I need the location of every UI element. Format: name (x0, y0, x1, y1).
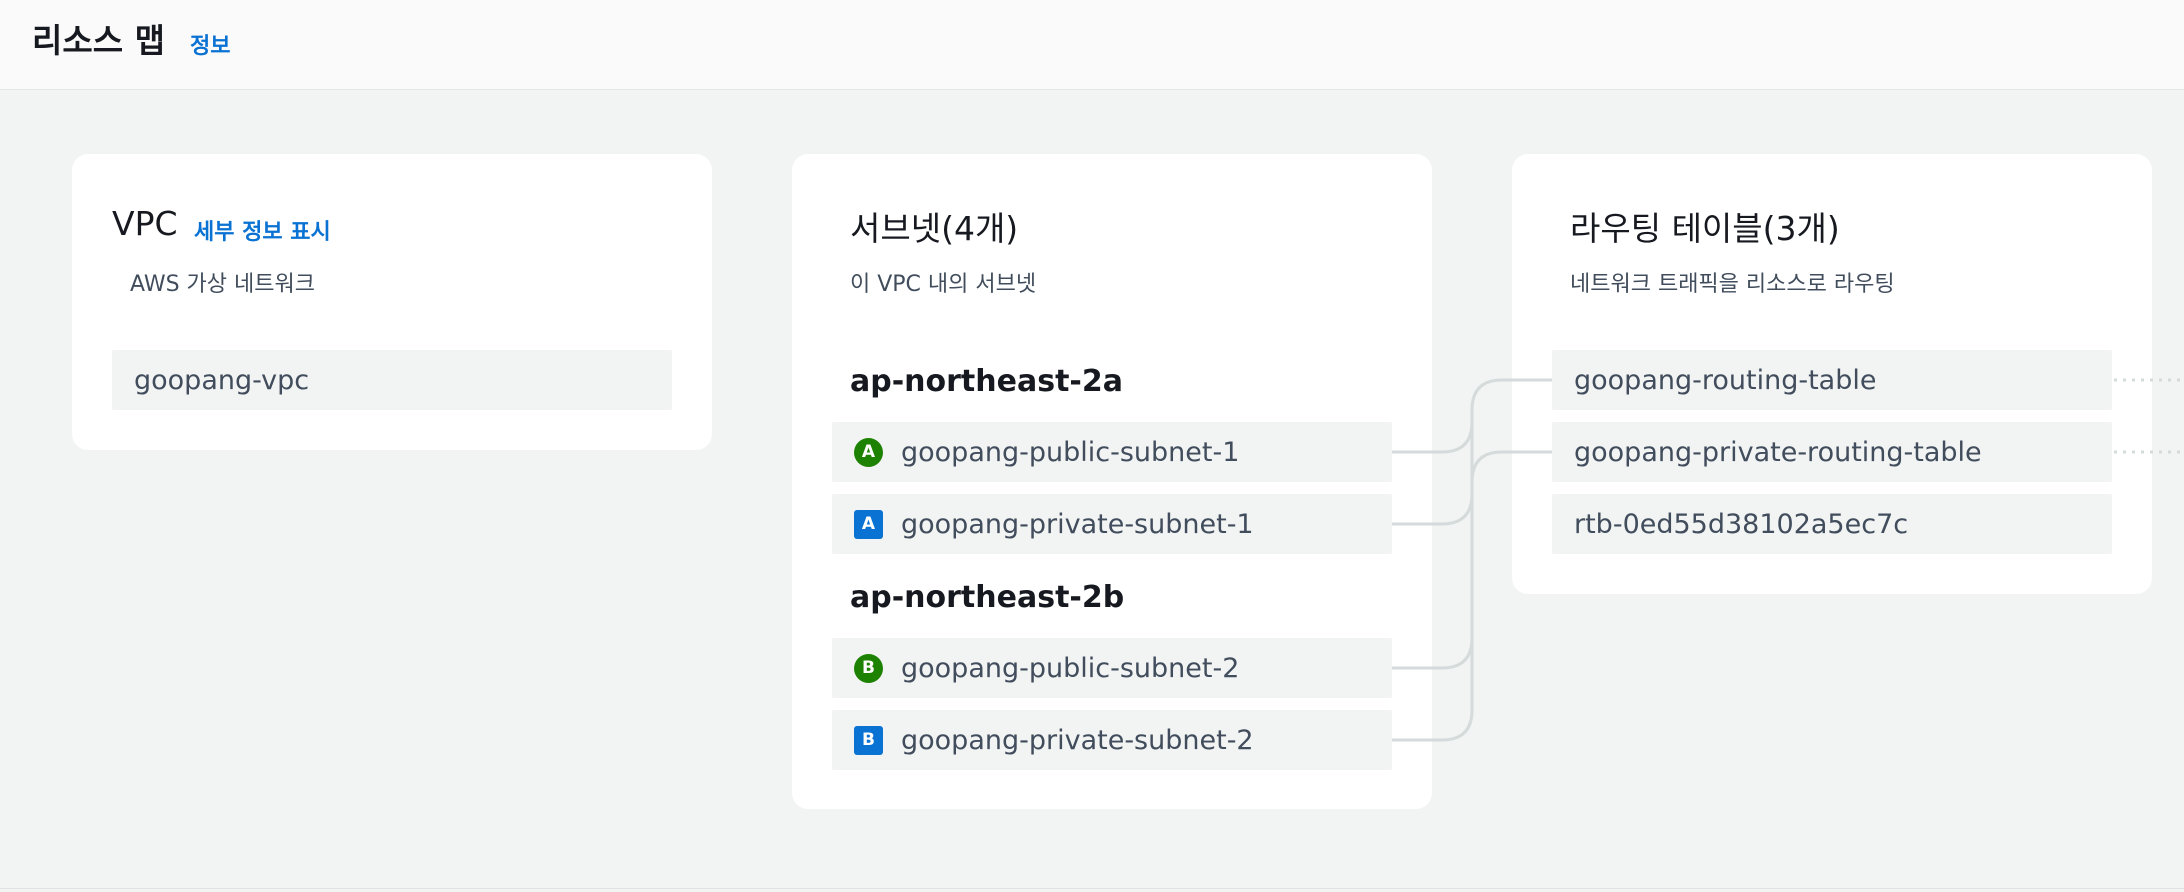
zone-a-public-badge-icon: A (854, 437, 883, 467)
route-tables-card-subtitle: 네트워크 트래픽을 리소스로 라우팅 (1570, 272, 1895, 297)
subnets-card: 서브넷(4개) 이 VPC 내의 서브넷 ap-northeast-2a A g… (792, 154, 1432, 809)
subnet-item-public-2[interactable]: B goopang-public-subnet-2 (832, 638, 1392, 698)
route-tables-card-title: 라우팅 테이블(3개) (1570, 209, 1840, 248)
vpc-card-subtitle: AWS 가상 네트워크 (130, 272, 315, 297)
route-table-item[interactable]: rtb-0ed55d38102a5ec7c (1552, 494, 2112, 554)
zone-a-private-badge-icon: A (854, 509, 883, 539)
vpc-item-label: goopang-vpc (134, 364, 310, 396)
page-title: 리소스 맵 (32, 21, 165, 60)
route-table-item[interactable]: goopang-private-routing-table (1552, 422, 2112, 482)
page-header: 리소스 맵 정보 (0, 0, 2184, 90)
route-table-item[interactable]: goopang-routing-table (1552, 350, 2112, 410)
route-table-item-label: goopang-private-routing-table (1574, 436, 1982, 468)
route-table-item-label: rtb-0ed55d38102a5ec7c (1574, 508, 1909, 540)
subnet-item-public-1[interactable]: A goopang-public-subnet-1 (832, 422, 1392, 482)
subnets-card-title: 서브넷(4개) (850, 209, 1019, 248)
zone-label-2b: ap-northeast-2b (850, 580, 1125, 615)
connector-private-subnet-2 (1392, 482, 1474, 742)
subnet-item-label: goopang-private-subnet-1 (901, 508, 1254, 540)
subnet-item-label: goopang-public-subnet-2 (901, 652, 1240, 684)
subnet-item-label: goopang-private-subnet-2 (901, 724, 1254, 756)
zone-b-public-badge-icon: B (854, 653, 883, 683)
subnet-item-private-1[interactable]: A goopang-private-subnet-1 (832, 494, 1392, 554)
vpc-card: VPC 세부 정보 표시 AWS 가상 네트워크 goopang-vpc (72, 154, 712, 450)
route-tables-card: 라우팅 테이블(3개) 네트워크 트래픽을 리소스로 라우팅 goopang-r… (1512, 154, 2152, 594)
bottom-divider (0, 888, 2184, 889)
subnets-card-subtitle: 이 VPC 내의 서브넷 (850, 272, 1037, 297)
vpc-card-title: VPC (112, 204, 178, 243)
subnet-item-label: goopang-public-subnet-1 (901, 436, 1240, 468)
vpc-item[interactable]: goopang-vpc (112, 350, 672, 410)
route-table-item-label: goopang-routing-table (1574, 364, 1877, 396)
subnet-item-private-2[interactable]: B goopang-private-subnet-2 (832, 710, 1392, 770)
info-link[interactable]: 정보 (190, 34, 231, 59)
show-details-link[interactable]: 세부 정보 표시 (194, 220, 331, 245)
zone-b-private-badge-icon: B (854, 725, 883, 755)
zone-label-2a: ap-northeast-2a (850, 364, 1123, 399)
